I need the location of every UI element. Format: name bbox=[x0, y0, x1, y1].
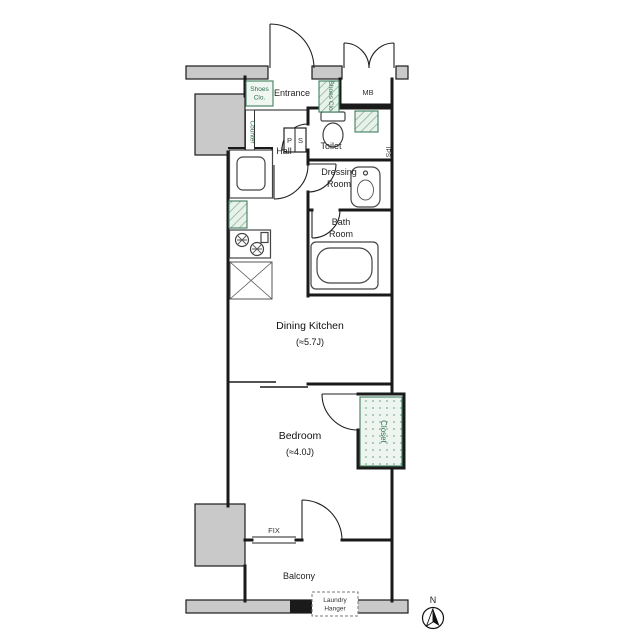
laundry-hanger-outline bbox=[311, 591, 359, 617]
stove-grill bbox=[260, 231, 269, 244]
washbasin-icon bbox=[350, 166, 381, 208]
sliding-door-dk-bedroom bbox=[228, 381, 308, 388]
bottom-wall-solid-segment bbox=[290, 600, 316, 613]
pipe-space-p-label: P bbox=[287, 136, 292, 145]
bathtub-icon bbox=[310, 241, 379, 290]
fix-window-label: FIX bbox=[268, 526, 280, 535]
closet-label: Closet bbox=[379, 420, 388, 443]
inner-pipe-space-label: IPS bbox=[384, 147, 391, 158]
compass-needle-light bbox=[425, 608, 434, 628]
pipe-space-box bbox=[283, 127, 307, 153]
washbasin-counter bbox=[350, 166, 381, 208]
dressing-room-label-line1: Dressing bbox=[321, 167, 357, 177]
bath-room-label-line2: Room bbox=[329, 229, 353, 239]
washbasin-faucet bbox=[362, 170, 369, 176]
refrigerator-space-icon bbox=[229, 261, 273, 300]
shoes-closet-left-label-line2: Clo. bbox=[254, 95, 266, 102]
storage-boxes bbox=[228, 80, 403, 467]
refrigerator-space-cross bbox=[229, 261, 273, 300]
wall-closet bbox=[356, 392, 406, 470]
dressing-room-door-swing bbox=[307, 163, 337, 193]
pillar-top-left bbox=[194, 93, 246, 156]
top-wall-band-left bbox=[185, 65, 269, 80]
stove-burner-1-mark bbox=[237, 235, 247, 245]
walls bbox=[226, 75, 406, 603]
pillar-bottom-left bbox=[194, 503, 246, 567]
refrigerator-space-box bbox=[229, 261, 273, 300]
laundry-hanger-box bbox=[311, 591, 359, 617]
shoes-closet-right-label: Shoes Clo. bbox=[327, 81, 334, 113]
entrance-door-swing bbox=[269, 23, 315, 69]
kitchen-sink-icon bbox=[228, 149, 274, 199]
balcony-label: Balcony bbox=[283, 571, 316, 581]
closet-box bbox=[359, 396, 403, 467]
counter-label: Counter bbox=[249, 120, 256, 144]
dining-kitchen-label: Dining Kitchen bbox=[276, 320, 344, 332]
toilet-bowl bbox=[322, 122, 344, 148]
wall-meter-box bbox=[338, 77, 394, 107]
hall-label: Hall bbox=[276, 146, 292, 156]
bath-room-label-line1: Bath bbox=[332, 217, 351, 227]
top-wall-band-right bbox=[395, 65, 409, 80]
north-label: N bbox=[430, 595, 437, 605]
laundry-hanger-label-line1: Laundry bbox=[323, 597, 347, 604]
wall-right bbox=[390, 77, 406, 603]
labels: Entrance MB Shoes Clo. Shoes Clo. Counte… bbox=[249, 81, 392, 613]
closet-door-swing bbox=[321, 393, 359, 431]
shoes-closet-right-box bbox=[318, 80, 340, 113]
meter-box-label: MB bbox=[362, 88, 373, 97]
toilet-label: Toilet bbox=[320, 141, 342, 151]
fix-window bbox=[252, 536, 296, 544]
bath-door-swing bbox=[311, 209, 341, 239]
dressing-room-label-line2: Room bbox=[327, 179, 351, 189]
hall-kitchen-door-swing bbox=[273, 164, 309, 200]
toilet-cabinet-box bbox=[354, 110, 379, 133]
meter-box-double-door-swing bbox=[343, 42, 395, 69]
stove-icon bbox=[228, 229, 272, 259]
compass-needle-dark bbox=[433, 608, 440, 626]
bedroom-size-label: (≈4.0J) bbox=[286, 447, 314, 457]
pipe-space-s-label: S bbox=[298, 136, 303, 145]
bathtub bbox=[316, 247, 373, 284]
shoes-closet-left-box bbox=[245, 80, 274, 107]
counter-strip bbox=[245, 109, 255, 151]
dining-kitchen-size-label: (≈5.7J) bbox=[296, 337, 324, 347]
top-wall-band-middle bbox=[311, 65, 343, 80]
washbasin-bowl bbox=[357, 179, 374, 201]
door-swings bbox=[269, 23, 395, 541]
laundry-hanger-label-line2: Hanger bbox=[324, 606, 346, 613]
shoes-closet-left-label-line1: Shoes bbox=[250, 86, 269, 93]
entrance-label: Entrance bbox=[274, 88, 310, 98]
north-compass: N bbox=[421, 595, 445, 630]
stove-burner-2-mark bbox=[252, 244, 262, 254]
bedroom-label: Bedroom bbox=[279, 430, 322, 442]
sink-basin bbox=[236, 156, 266, 191]
kitchen-cabinet-box bbox=[228, 200, 248, 229]
toilet-tank bbox=[320, 111, 346, 122]
toilet-icon bbox=[320, 111, 346, 148]
balcony-door-swing bbox=[301, 499, 343, 541]
